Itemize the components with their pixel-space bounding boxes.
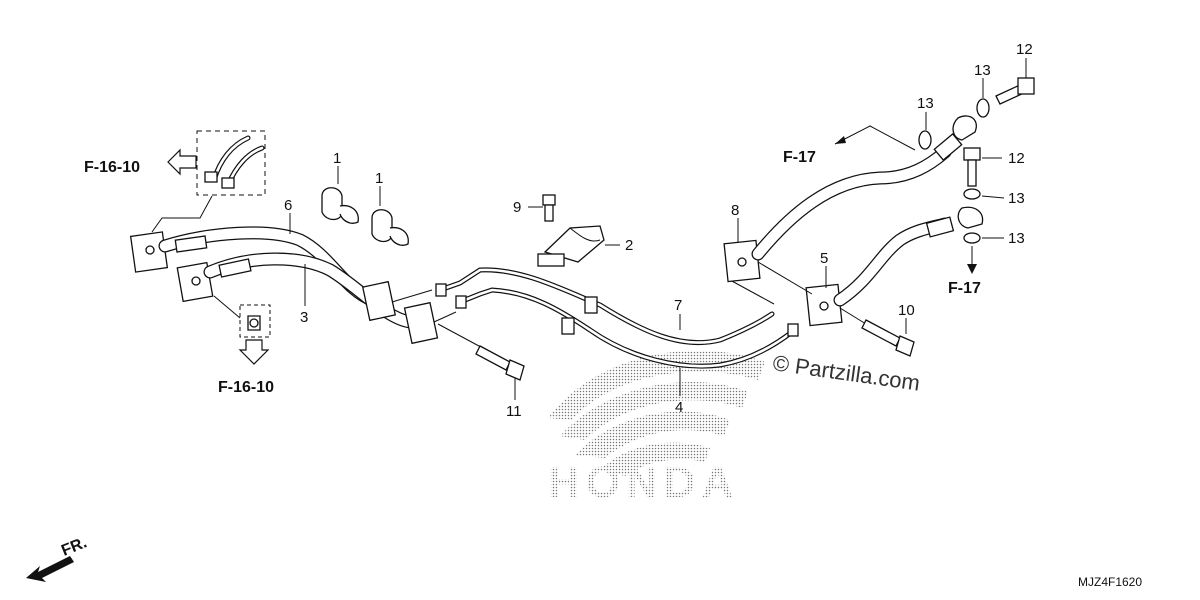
honda-wordmark: HONDA [548,458,739,507]
callout-2: 2 [625,237,633,254]
callout-8: 8 [731,202,739,219]
callout-13d: 13 [1008,230,1025,247]
diagram-code: MJZ4F1620 [1078,575,1142,589]
hose-joint-block [361,280,397,322]
callout-1a: 1 [333,150,341,167]
ref-arrow-f17-upper [834,125,916,151]
ref-label-f16-10-lower: F-16-10 [218,379,274,396]
brake-hose-lower-right [833,216,955,307]
callout-1b: 1 [375,170,383,187]
bolt-11 [437,323,525,381]
partzilla-watermark: © Partzilla.com [771,350,921,395]
ref-label-f17-lower: F-17 [948,280,981,297]
callout-3: 3 [300,309,308,326]
ref-label-f17-upper: F-17 [783,149,816,166]
callout-6: 6 [284,197,292,214]
front-label: FR. [59,534,89,559]
brake-pipe-7 [435,267,775,346]
callout-12a: 12 [1016,41,1033,58]
hose-clip-1a [321,187,359,224]
front-direction-arrow [26,556,74,582]
ref-label-f16-10-upper: F-16-10 [84,159,140,176]
ref-arrow-f17-lower [967,246,977,274]
callout-4: 4 [675,399,683,416]
callout-11: 11 [506,403,522,420]
pipe-bracket-2 [537,225,605,267]
bolt-12-lower [963,147,981,187]
ref-arrow-down [238,339,270,365]
callout-5: 5 [820,250,828,267]
callout-13b: 13 [917,95,934,112]
callout-13a: 13 [974,62,991,79]
banjo-fitting-lower [957,188,984,244]
ref-arrow-left [167,148,197,176]
detail-box-upper-left [151,130,266,233]
banjo-fitting-upper [918,98,990,150]
bolt-9 [542,194,556,222]
brake-pipe-4 [455,287,799,369]
callout-9: 9 [513,199,521,216]
brake-hose-upper-right [751,133,963,261]
bolt-12-upper [995,77,1035,105]
callout-13c: 13 [1008,190,1025,207]
detail-box-lower-left [213,295,271,338]
callout-10: 10 [898,302,915,319]
callout-12b: 12 [1008,150,1025,167]
callout-7: 7 [674,297,682,314]
hose-clip-1b [371,209,409,246]
hose-joint-block [403,301,439,345]
bolt-10 [839,307,915,357]
